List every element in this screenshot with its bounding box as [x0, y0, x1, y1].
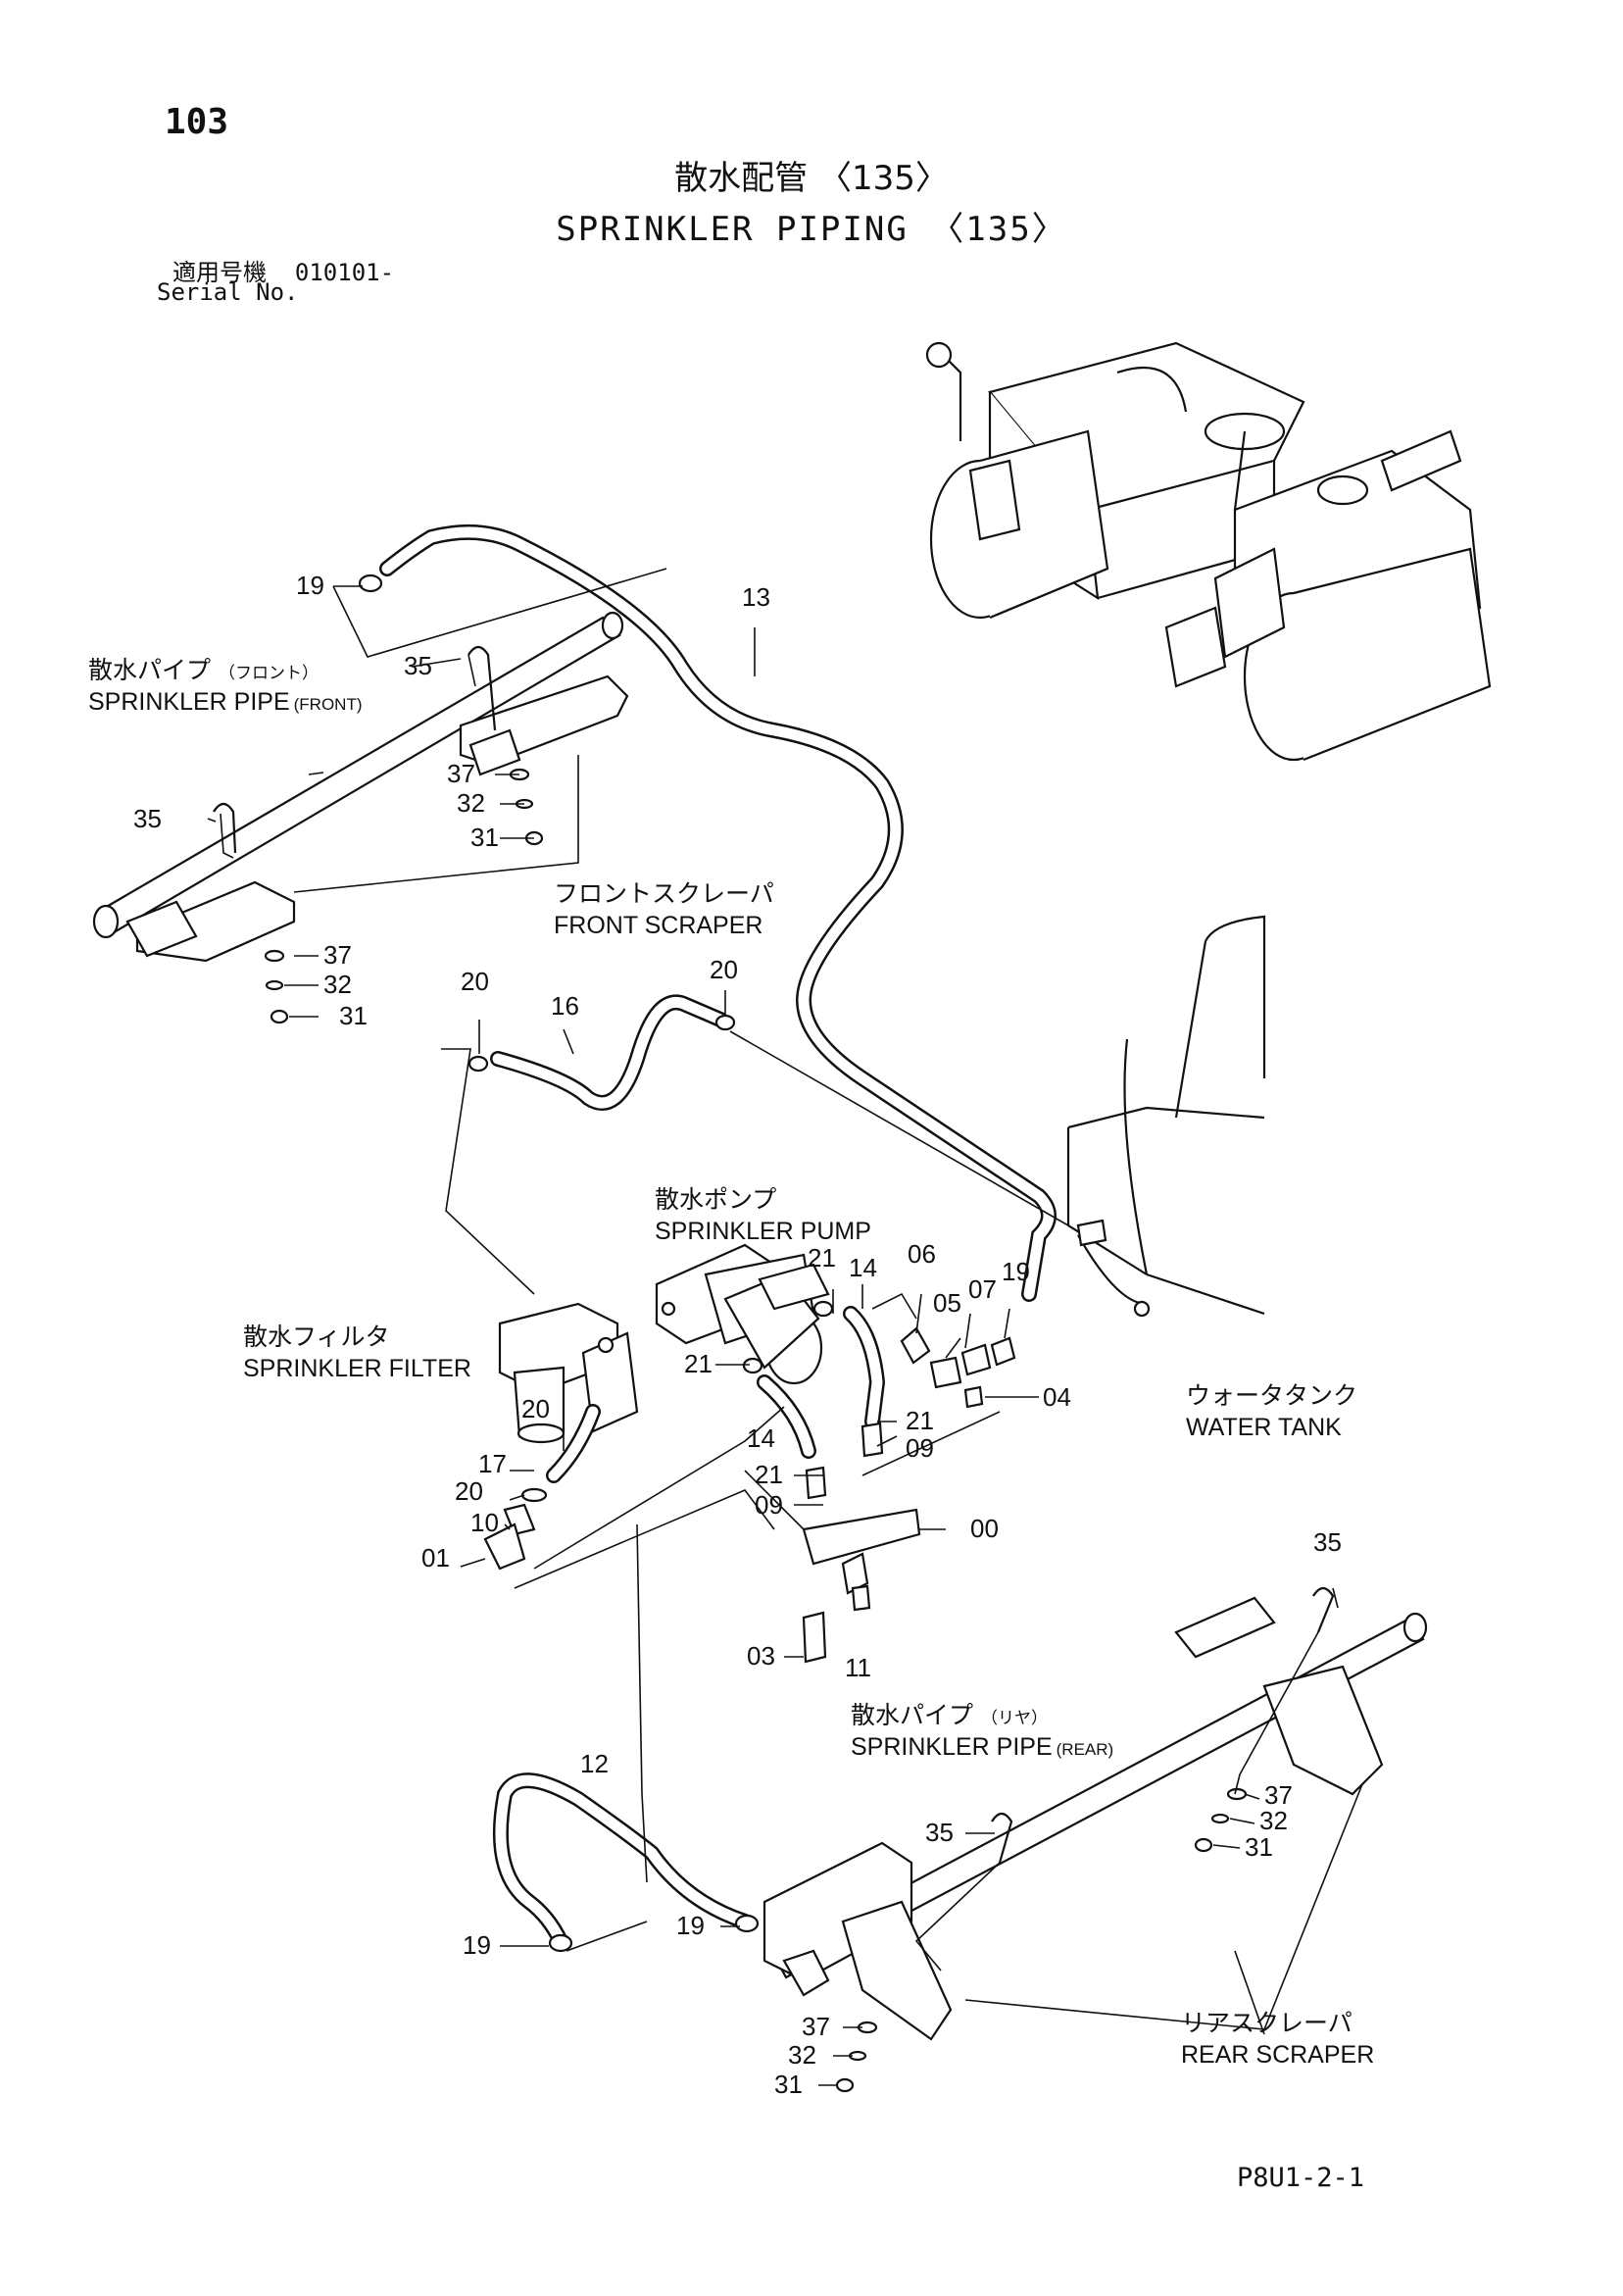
callout: 19	[676, 1911, 705, 1940]
callout: 35	[133, 804, 162, 833]
callout: 37	[1264, 1780, 1293, 1810]
callout: 04	[1043, 1382, 1071, 1412]
callout: 17	[478, 1449, 507, 1478]
filter-en-label: SPRINKLER FILTER	[243, 1355, 471, 1382]
callout: 35	[1313, 1527, 1342, 1557]
callout: 13	[742, 582, 770, 612]
callout: 21	[755, 1460, 783, 1489]
callout: 35	[925, 1818, 954, 1847]
front-pipe-jp-small: （フロント）	[219, 664, 319, 682]
leader-lines	[207, 568, 1363, 2086]
sprinkler-filter-illustration	[498, 1302, 639, 1444]
callout: 20	[521, 1394, 550, 1423]
svg-text:SPRINKLER PIPE(REAR): SPRINKLER PIPE(REAR)	[851, 1733, 1113, 1761]
callout: 19	[463, 1930, 491, 1960]
hose-16	[490, 994, 728, 1111]
callout: 14	[849, 1253, 877, 1282]
callout: 14	[747, 1423, 775, 1453]
callout: 31	[470, 823, 499, 852]
callout: 07	[968, 1274, 997, 1304]
front-pipe-en-small: (FRONT)	[294, 695, 363, 714]
callout: 31	[1245, 1832, 1273, 1862]
hose-14	[757, 1306, 886, 1459]
callout: 05	[933, 1288, 961, 1318]
tank-jp-label: ウォータタンク	[1186, 1382, 1357, 1410]
hose-12	[492, 1772, 760, 1953]
serial-english-label: Serial No.	[157, 278, 299, 306]
front-pipe-jp-label: 散水パイプ	[88, 657, 211, 684]
svg-text:散水パイプ（フロント）: 散水パイプ （フロント）	[88, 657, 319, 684]
serial-jp-label: 適用号機	[172, 259, 267, 286]
callout: 32	[323, 970, 352, 999]
svg-text:散水パイプ（リヤ）: 散水パイプ （リヤ）	[851, 1702, 1048, 1729]
svg-text:SPRINKLER PIPE(FRONT): SPRINKLER PIPE(FRONT)	[88, 688, 363, 716]
roller-machine-illustration	[925, 341, 1492, 762]
water-tank-illustration	[1066, 915, 1266, 1318]
hose-13	[379, 524, 1057, 1302]
callout: 09	[906, 1433, 934, 1463]
rear-pipe-en-label: SPRINKLER PIPE	[851, 1733, 1053, 1761]
callout: 20	[455, 1476, 483, 1506]
front-sprinkler-pipe-assembly	[92, 611, 629, 963]
callout: 32	[457, 788, 485, 818]
callout: 03	[747, 1641, 775, 1671]
callout: 01	[421, 1543, 450, 1572]
page-number: 103	[165, 102, 229, 142]
rear-pipe-en-small: (REAR)	[1057, 1740, 1114, 1759]
callout: 31	[774, 2070, 803, 2099]
callout: 20	[710, 955, 738, 984]
component-labels: 散水パイプ（フロント） SPRINKLER PIPE(FRONT) フロントスク…	[88, 657, 1374, 2069]
callout: 12	[580, 1749, 609, 1778]
fittings-cluster	[358, 574, 1016, 1664]
front-scraper-jp-label: フロントスクレーパ	[554, 880, 774, 908]
callout: 00	[970, 1514, 999, 1543]
rear-pipe-jp-label: 散水パイプ	[851, 1702, 973, 1729]
footer-code: P8U1-2-1	[1237, 2163, 1365, 2193]
serial-applicable: 適用号機 010101-	[172, 253, 394, 287]
callout: 35	[404, 651, 432, 680]
callout: 10	[470, 1508, 499, 1537]
callout: 06	[908, 1239, 936, 1269]
rear-scraper-jp-label: リアスクレーパ	[1181, 2010, 1352, 2037]
callout: 09	[755, 1490, 783, 1520]
title-japanese: 散水配管 〈135〉	[674, 159, 949, 198]
callout: 20	[461, 967, 489, 996]
callout: 11	[845, 1653, 871, 1682]
front-scraper-en-label: FRONT SCRAPER	[554, 912, 762, 939]
rear-pipe-jp-small: （リヤ）	[981, 1709, 1048, 1727]
callout: 37	[802, 2012, 830, 2041]
part-callouts: 19 13 35 35 37 32 31 37 32 31 20 16 20 2…	[133, 571, 1342, 2099]
title-english: SPRINKLER PIPING 〈135〉	[556, 210, 1067, 249]
rear-scraper-en-label: REAR SCRAPER	[1181, 2041, 1374, 2069]
callout: 16	[551, 991, 579, 1021]
rear-sprinkler-pipe-assembly	[762, 1586, 1428, 2041]
callout: 31	[339, 1001, 368, 1030]
sprinkler-pump-illustration	[655, 1243, 830, 1385]
filter-jp-label: 散水フィルタ	[243, 1323, 390, 1351]
callout: 19	[1002, 1257, 1030, 1286]
callout: 21	[684, 1349, 713, 1378]
callout: 19	[296, 571, 324, 600]
tank-en-label: WATER TANK	[1186, 1414, 1342, 1441]
pump-jp-label: 散水ポンプ	[655, 1186, 776, 1214]
front-pipe-en-label: SPRINKLER PIPE	[88, 688, 290, 716]
hose-17	[546, 1404, 601, 1483]
callout: 21	[808, 1243, 836, 1273]
callout: 37	[323, 940, 352, 970]
callout: 21	[906, 1406, 934, 1435]
pump-en-label: SPRINKLER PUMP	[655, 1218, 871, 1245]
callout: 32	[1259, 1806, 1288, 1835]
serial-range: 010101-	[294, 259, 395, 286]
callout: 37	[447, 759, 475, 788]
callout: 32	[788, 2040, 816, 2070]
